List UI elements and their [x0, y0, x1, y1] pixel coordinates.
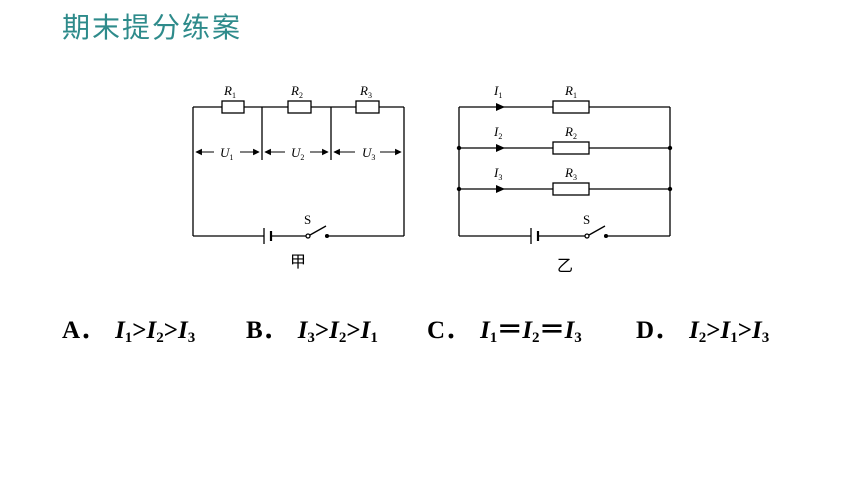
option-a[interactable]: A．I1>I2>I3 — [62, 310, 195, 347]
page-title: 期末提分练案 — [62, 11, 243, 44]
op: > — [706, 317, 721, 344]
label-switch-jia: S — [304, 212, 311, 227]
sub: 2 — [532, 330, 540, 346]
op: > — [314, 317, 330, 344]
sub: 2 — [156, 330, 164, 346]
current-arrows — [496, 103, 505, 193]
option-letter: B． — [246, 317, 288, 344]
sub: 1 — [730, 330, 738, 346]
label-u3: U3 — [362, 145, 375, 162]
sub: 1 — [124, 330, 133, 346]
var: I — [720, 317, 731, 344]
var: I — [115, 317, 125, 344]
sub: 3 — [187, 330, 196, 346]
series-circuit — [192, 106, 405, 237]
switch-parallel — [584, 225, 609, 239]
option-letter: C． — [427, 317, 471, 344]
sub: 2 — [698, 330, 707, 346]
var: I — [360, 317, 371, 344]
sub: 3 — [307, 330, 315, 346]
op: > — [737, 317, 753, 344]
sub: 2 — [338, 330, 347, 346]
var: I — [752, 317, 762, 344]
var: I — [329, 317, 339, 344]
var: I — [689, 317, 699, 344]
label-r3: R3 — [359, 83, 372, 100]
option-letter: D． — [636, 317, 680, 344]
label-r2-parallel: R2 — [564, 124, 577, 141]
parallel-circuit — [458, 106, 671, 237]
op: > — [346, 317, 361, 344]
switch — [305, 225, 330, 239]
sub: 3 — [574, 330, 582, 346]
sub: 3 — [761, 330, 770, 346]
resistor-r2 — [287, 100, 312, 114]
junction-dots — [456, 145, 673, 192]
label-i3: I3 — [493, 165, 502, 182]
option-b[interactable]: B．I3>I2>I1 — [246, 310, 378, 347]
sub: 1 — [489, 330, 498, 346]
label-r3-parallel: R3 — [564, 165, 577, 182]
option-letter: A． — [62, 317, 106, 344]
sub: 1 — [370, 330, 378, 346]
var: I — [297, 317, 308, 344]
option-d[interactable]: D．I2>I1>I3 — [636, 310, 769, 347]
label-u2: U2 — [291, 145, 304, 162]
op: > — [132, 317, 147, 344]
op: ＝ — [497, 317, 523, 344]
label-r1-parallel: R1 — [564, 83, 577, 100]
resistor-r2-parallel — [552, 141, 590, 155]
label-r1: R1 — [223, 83, 236, 100]
battery — [263, 228, 273, 244]
label-i1: I1 — [493, 83, 502, 100]
label-switch-yi: S — [583, 212, 590, 227]
battery-parallel — [530, 228, 540, 244]
resistor-r1 — [221, 100, 245, 114]
caption-yi: 乙 — [557, 256, 573, 275]
label-u1: U1 — [220, 145, 233, 162]
var: I — [480, 317, 490, 344]
op: ＝ — [539, 317, 565, 344]
option-c[interactable]: C．I1＝I2＝I3 — [427, 310, 582, 347]
label-i2: I2 — [493, 124, 502, 141]
var: I — [522, 317, 533, 344]
resistor-r1-parallel — [552, 100, 590, 114]
resistor-r3 — [355, 100, 380, 114]
caption-jia: 甲 — [290, 252, 306, 271]
circuit-figures: R1 R2 R3 U1 U2 U3 S 甲 — [192, 83, 673, 275]
label-r2: R2 — [290, 83, 303, 100]
var: I — [564, 317, 575, 344]
op: > — [163, 317, 179, 344]
resistor-r3-parallel — [552, 182, 590, 196]
var: I — [146, 317, 157, 344]
var: I — [178, 317, 188, 344]
